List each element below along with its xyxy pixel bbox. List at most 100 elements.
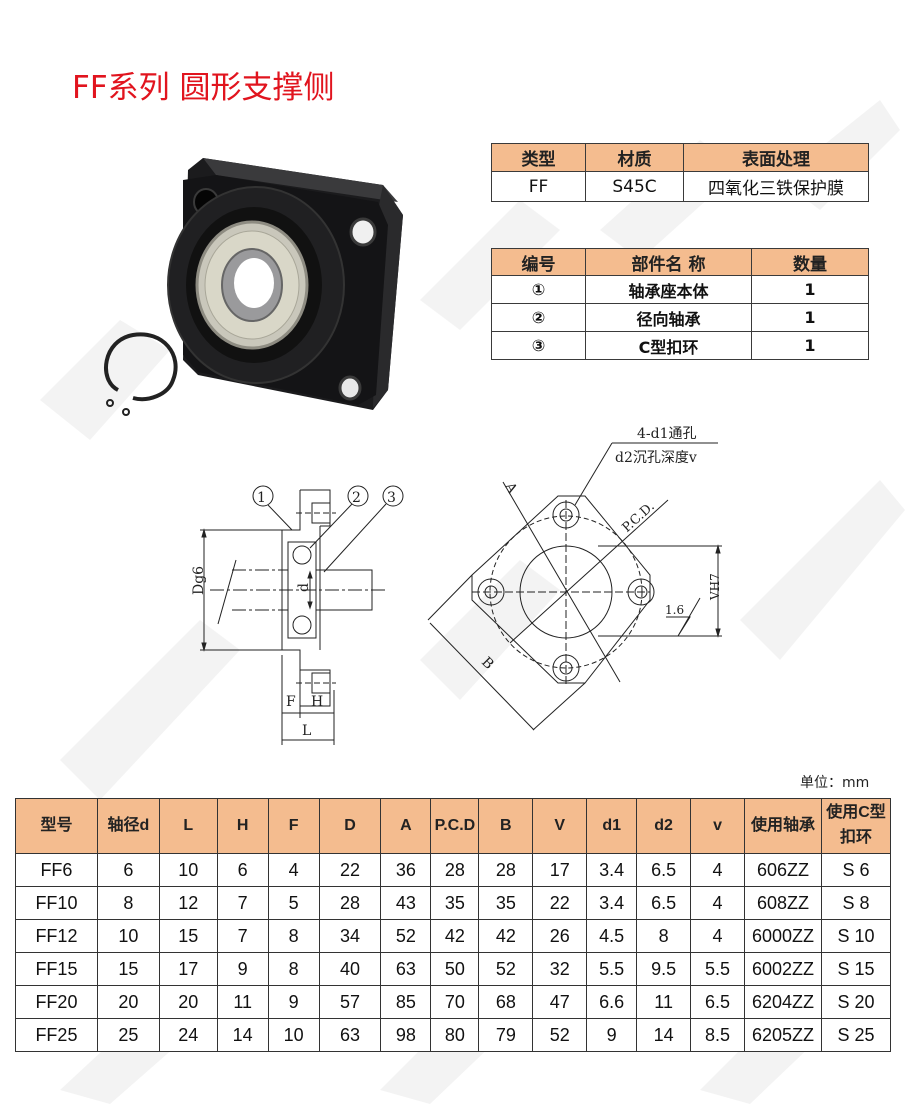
table-cell: 6204ZZ [744, 985, 822, 1019]
col-snap-ring: 使用C型 扣环 [821, 798, 891, 854]
col-pcd: P.C.D [430, 798, 480, 854]
table-cell: 35 [478, 886, 534, 920]
svg-text:L: L [302, 723, 311, 739]
table-cell: 52 [532, 1018, 588, 1052]
table-cell: S 8 [821, 886, 891, 920]
table-cell: 11 [636, 985, 692, 1019]
svg-text:d: d [296, 583, 312, 592]
col-bearing: 使用轴承 [744, 798, 822, 854]
table-cell: 9 [586, 1018, 638, 1052]
table-cell: 4.5 [586, 919, 638, 953]
header-quantity: 数量 [751, 248, 869, 276]
table-cell: FF20 [15, 985, 98, 1019]
svg-text:VH7: VH7 [708, 573, 722, 601]
material-table: 类型 材质 表面处理 FF S45C 四氧化三铁保护膜 [491, 143, 869, 202]
table-cell: 42 [430, 919, 480, 953]
note-counterbore: d2沉孔深度v [615, 450, 697, 466]
table-cell: 9 [216, 952, 269, 986]
col-L: L [158, 798, 218, 854]
col-D: D [318, 798, 382, 854]
col-V: V [532, 798, 588, 854]
table-cell: 6 [216, 853, 269, 887]
table-cell: 9.5 [636, 952, 692, 986]
svg-text:3: 3 [387, 490, 396, 506]
table-cell: 14 [636, 1018, 692, 1052]
table-cell: 68 [478, 985, 534, 1019]
table-cell: 36 [380, 853, 432, 887]
part-qty: 1 [751, 331, 869, 360]
header-surface: 表面处理 [683, 143, 869, 172]
label-dg6: Dg6 [191, 566, 207, 595]
table-cell: 28 [430, 853, 480, 887]
table-cell: 6.5 [636, 886, 692, 920]
table-cell: S 6 [821, 853, 891, 887]
table-cell: 22 [318, 853, 382, 887]
table-cell: S 25 [821, 1018, 891, 1052]
table-cell: 10 [96, 919, 160, 953]
table-row: ① 轴承座本体 1 [491, 275, 869, 304]
cell-type: FF [491, 171, 586, 202]
svg-text:F: F [286, 694, 296, 710]
table-cell: 6002ZZ [744, 952, 822, 986]
header-type: 类型 [491, 143, 586, 172]
table-cell: 5.5 [690, 952, 746, 986]
col-A: A [380, 798, 432, 854]
table-cell: 3.4 [586, 886, 638, 920]
technical-drawing: d Dg6 F H L 1 2 3 [191, 426, 722, 745]
table-cell: 28 [478, 853, 534, 887]
part-name: 轴承座本体 [585, 275, 752, 304]
header-number: 编号 [491, 248, 586, 276]
svg-text:1.6: 1.6 [665, 603, 684, 617]
table-cell: 35 [430, 886, 480, 920]
svg-text:H: H [311, 694, 323, 710]
table-cell: S 20 [821, 985, 891, 1019]
col-model: 型号 [15, 798, 98, 854]
table-cell: 5.5 [586, 952, 638, 986]
table-cell: 52 [478, 952, 534, 986]
table-cell: 34 [318, 919, 382, 953]
table-cell: 8 [636, 919, 692, 953]
table-cell: 606ZZ [744, 853, 822, 887]
table-cell: S 15 [821, 952, 891, 986]
part-number: ③ [491, 331, 586, 360]
table-cell: 20 [96, 985, 160, 1019]
table-cell: 12 [158, 886, 218, 920]
part-name: C型扣环 [585, 331, 752, 360]
col-v: v [690, 798, 746, 854]
table-cell: 14 [216, 1018, 269, 1052]
table-cell: 47 [532, 985, 588, 1019]
table-cell: 8 [267, 919, 320, 953]
table-cell: 8 [267, 952, 320, 986]
svg-text:B: B [478, 654, 497, 673]
table-cell: 28 [318, 886, 382, 920]
table-cell: FF15 [15, 952, 98, 986]
table-cell: 9 [267, 985, 320, 1019]
part-qty: 1 [751, 275, 869, 304]
table-cell: 4 [690, 886, 746, 920]
table-cell: 98 [380, 1018, 432, 1052]
part-number: ① [491, 275, 586, 304]
dimensions-table: 型号 轴径d L H F D A P.C.D B V d1 d2 v 使用轴承 … [15, 798, 891, 1052]
table-cell: 8.5 [690, 1018, 746, 1052]
front-view: A P.C.D. B VH7 1.6 4-d1通孔 d2沉孔深度v [427, 426, 722, 731]
table-cell: 20 [158, 985, 218, 1019]
unit-label: 单位：mm [800, 775, 870, 791]
table-cell: 6.6 [586, 985, 638, 1019]
table-cell: 25 [96, 1018, 160, 1052]
table-cell: 17 [158, 952, 218, 986]
table-cell: 26 [532, 919, 588, 953]
svg-text:P.C.D.: P.C.D. [620, 499, 658, 536]
table-cell: 4 [690, 919, 746, 953]
table-cell: 15 [96, 952, 160, 986]
parts-table: 编号 部件名 称 数量 ① 轴承座本体 1 ② 径向轴承 1 ③ C型扣环 1 [491, 248, 869, 360]
svg-text:2: 2 [352, 490, 361, 506]
table-cell: FF10 [15, 886, 98, 920]
table-cell: 11 [216, 985, 269, 1019]
col-F: F [267, 798, 320, 854]
header-material: 材质 [585, 143, 684, 172]
page-title: FF系列 圆形支撑侧 [72, 70, 335, 106]
table-cell: 7 [216, 919, 269, 953]
table-cell: 6205ZZ [744, 1018, 822, 1052]
